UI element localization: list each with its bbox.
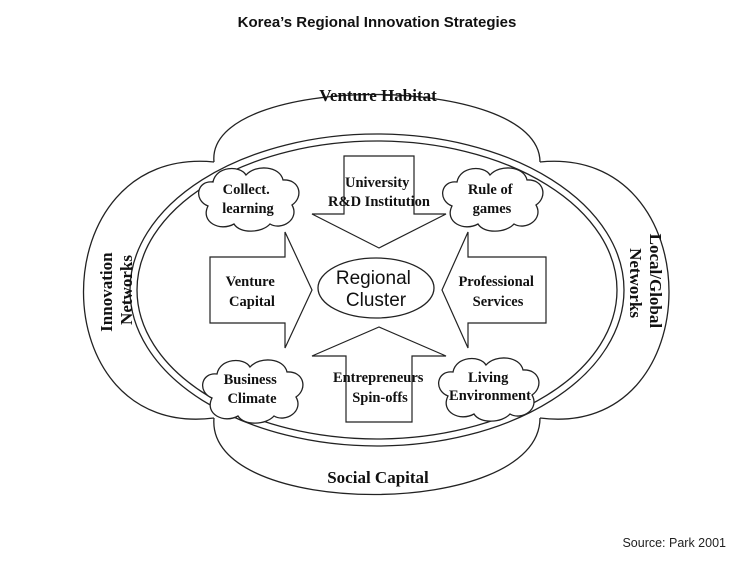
- cloud-bottom-right: [438, 357, 540, 422]
- label-venture-capital: Venture Capital: [226, 274, 279, 310]
- lobe-top: [213, 93, 541, 163]
- professional-line2: Services: [473, 294, 524, 310]
- outer-ellipse: [129, 133, 625, 447]
- cloud-bottom-left: [202, 359, 304, 424]
- label-entrepreneurs: Entrepreneurs Spin-offs: [333, 370, 427, 406]
- label-local-global-networks: Local/Global Networks: [626, 234, 665, 333]
- living-line1: Living: [468, 370, 509, 386]
- entrepreneurs-line1: Entrepreneurs: [333, 370, 424, 386]
- label-social-capital: Social Capital: [327, 468, 429, 487]
- label-business-climate: Business Climate: [224, 372, 281, 407]
- lobe-bottom: [213, 417, 541, 496]
- center-line1: Regional: [336, 268, 411, 289]
- label-innovation-line2: Networks: [117, 255, 136, 325]
- label-living-environment: Living Environment: [449, 370, 531, 404]
- arrow-top: [311, 155, 447, 249]
- label-professional-services: Professional Services: [458, 274, 537, 310]
- business-line1: Business: [224, 372, 278, 388]
- label-venture-habitat: Venture Habitat: [319, 86, 437, 105]
- university-line2: R&D Institution: [328, 194, 430, 210]
- lobe-right: [539, 160, 670, 420]
- rule-line1: Rule of: [468, 182, 513, 198]
- label-innovation-networks: Innovation Networks: [97, 248, 136, 332]
- label-rule-of-games: Rule of games: [468, 182, 516, 217]
- living-line2: Environment: [449, 388, 531, 404]
- cloud-top-left: [198, 167, 300, 232]
- arrow-left: [209, 231, 313, 349]
- label-university: University R&D Institution: [328, 175, 430, 210]
- lobe-left: [82, 160, 215, 420]
- business-line2: Climate: [227, 391, 277, 407]
- arrow-bottom: [311, 326, 447, 423]
- label-localglobal-line2: Networks: [626, 248, 645, 318]
- arrow-right: [441, 231, 547, 349]
- entrepreneurs-line2: Spin-offs: [352, 390, 408, 406]
- inner-ellipse: [136, 140, 618, 440]
- cloud-top-right: [442, 167, 544, 232]
- label-collect-learning: Collect. learning: [222, 182, 274, 217]
- label-localglobal-line1: Local/Global: [646, 234, 665, 329]
- center-line2: Cluster: [346, 290, 407, 311]
- university-line1: University: [345, 175, 410, 191]
- professional-line1: Professional: [458, 274, 533, 290]
- rule-line2: games: [473, 201, 512, 217]
- source-note: Source: Park 2001: [622, 536, 726, 550]
- venture-line1: Venture: [226, 274, 276, 290]
- venture-line2: Capital: [229, 294, 275, 310]
- label-regional-cluster: Regional Cluster: [336, 268, 416, 311]
- center-ellipse: [317, 257, 435, 319]
- collect-line2: learning: [222, 201, 274, 217]
- label-innovation-line1: Innovation: [97, 252, 116, 332]
- outer-lobes: [82, 93, 670, 496]
- collect-line1: Collect.: [223, 182, 270, 198]
- diagram-title: Korea’s Regional Innovation Strategies: [237, 14, 517, 31]
